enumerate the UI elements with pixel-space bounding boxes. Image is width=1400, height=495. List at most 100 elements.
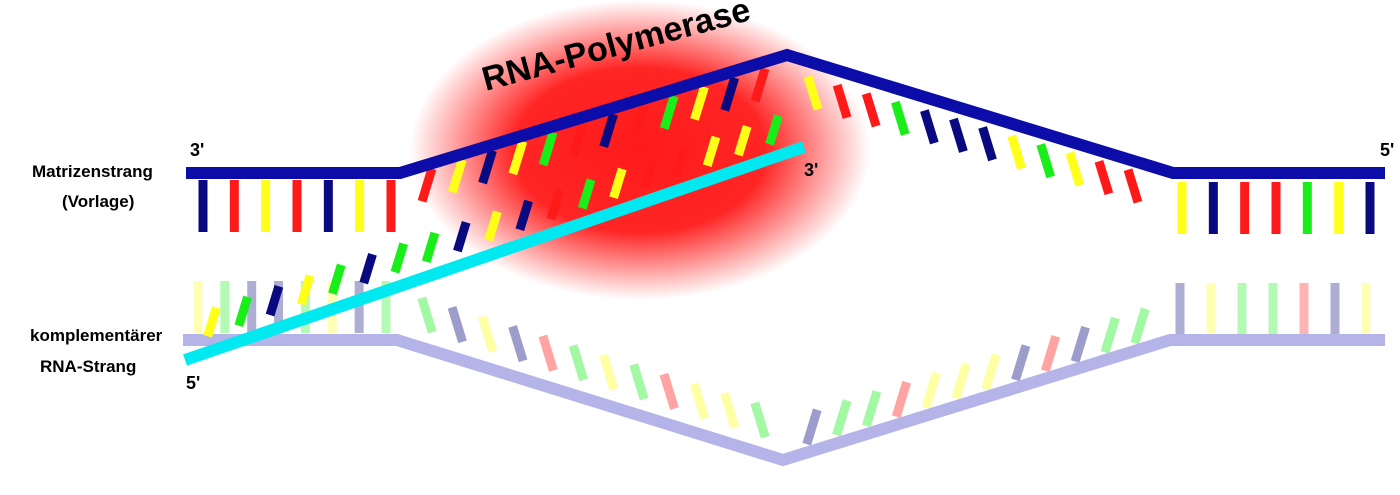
template-base [417,167,437,203]
rna-label-line2: RNA-Strang [40,357,137,376]
rna-label-line1: komplementärer [30,326,163,345]
coding-base [750,401,770,439]
rna-base [296,274,315,306]
template-base [1334,182,1344,234]
template-strand-bases [198,67,1375,234]
coding-base [381,281,391,333]
template-base [659,94,679,130]
template-base [198,180,208,232]
coding-base [1130,307,1150,345]
coding-base [1330,283,1340,335]
rna-strand-backbone [183,141,806,366]
template-base [1365,182,1375,234]
rna-base [203,306,221,338]
template-base [447,158,467,194]
coding-base [1237,283,1247,335]
template-base [720,76,740,112]
coding-base [689,382,710,420]
template-base [1271,182,1281,234]
rna-strand-bases [203,114,783,338]
coding-base [1268,283,1278,335]
coding-base [300,281,310,333]
coding-base [538,334,558,372]
coding-base [447,306,467,344]
template-base [1177,182,1187,234]
template-base [832,83,852,120]
template-base [629,103,649,139]
rna-base [328,263,346,295]
template-base [323,180,333,232]
template-base [1007,134,1026,170]
rna-base [515,199,533,231]
coding-base [599,353,619,391]
coding-base [981,353,1001,391]
rna-base [453,221,471,253]
rna-3prime-end: 3' [804,160,819,180]
coding-base [629,363,649,401]
template-base [569,121,588,158]
coding-base [193,281,203,333]
template-base [978,126,997,162]
template-base [355,180,365,232]
template-base [229,180,239,232]
coding-base [247,281,257,333]
template-base [690,85,709,121]
template-base [386,180,396,232]
coding-base [659,372,679,410]
coding-base [1100,316,1120,354]
template-base [1036,143,1056,179]
template-base [1208,182,1218,234]
coding-base [951,362,971,400]
coding-base [921,371,941,409]
rna-base [734,125,752,157]
template-base [1123,168,1143,204]
coding-base [1070,325,1090,363]
template-base [750,67,770,103]
coding-base [1299,283,1309,335]
coding-base [832,399,852,437]
template-base [803,75,823,111]
rna-base [546,189,565,221]
coding-base [417,296,437,334]
coding-base [508,325,528,363]
coding-base [1011,344,1031,382]
coding-base [891,380,912,418]
rna-base [421,231,440,263]
template-base [1240,182,1250,234]
coding-base [477,315,498,353]
template-base [1065,151,1085,187]
coding-base [220,281,230,333]
template-base [261,180,271,232]
rna-base [640,157,658,189]
coding-base [1175,283,1185,335]
template-base [538,131,558,167]
coding-base [802,408,822,446]
rna-base [765,114,783,146]
template-base [508,140,528,176]
rna-base [484,210,502,242]
coding-base [1206,283,1216,335]
template-base [890,100,910,136]
template-5prime-end: 5' [1380,140,1395,160]
rna-base [390,242,409,274]
coding-base [568,344,588,382]
template-base [1302,182,1312,234]
rna-base [234,295,252,327]
rna-5prime-end: 5' [186,373,201,393]
coding-strand-backbone [183,334,1385,467]
template-base [599,112,618,149]
rna-base [265,285,284,317]
template-base [949,117,968,153]
template-base [861,92,881,128]
template-base [292,180,302,232]
template-strand-backbone [186,48,1385,179]
rna-base [609,167,627,199]
rna-base [577,178,596,210]
rna-base [702,135,721,167]
rna-base [359,253,377,285]
coding-base [354,281,364,333]
coding-base [274,281,284,333]
template-3prime-end: 3' [190,140,205,160]
